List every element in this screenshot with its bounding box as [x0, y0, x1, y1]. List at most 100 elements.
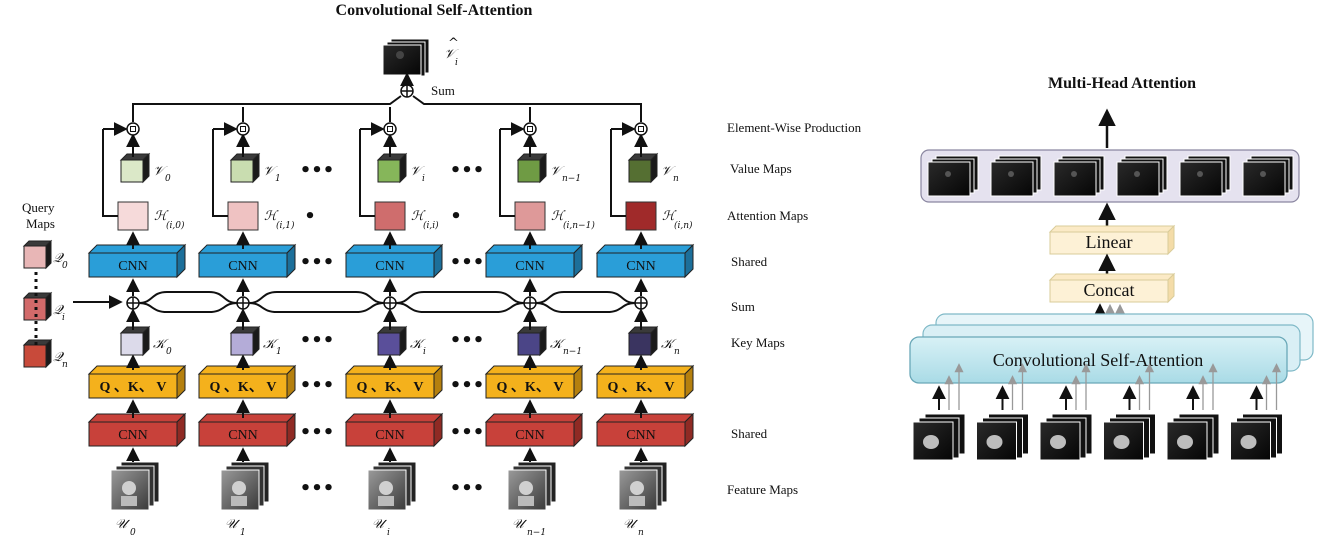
qkv-block-4 [595, 364, 695, 400]
ellipsis-1-3: ••• [450, 375, 485, 396]
qkv-label-4: Q 、K、 V [608, 380, 675, 395]
key-sum-node-4 [634, 296, 648, 310]
qkv-block-0 [87, 364, 187, 400]
qkv-label-1: Q 、K、 V [210, 380, 277, 395]
feature-map-stack-0 [110, 461, 160, 511]
value-sub-0: 0 [165, 174, 171, 184]
value-sub-2: i [422, 174, 425, 184]
query-sub-1: i [62, 313, 65, 323]
feature-sub-1: 1 [240, 528, 246, 538]
attention-map-0 [117, 201, 149, 231]
attention-symbol-0: ℋ [154, 209, 169, 224]
key-symbol-4: 𝒦 [661, 337, 677, 352]
query-maps-label-1: Query [22, 200, 55, 215]
attention-sub-1: (i,1) [276, 220, 295, 231]
attention-to-product-path-2 [359, 129, 375, 217]
product-node-4 [634, 122, 648, 136]
key-map-1 [229, 325, 261, 357]
attention-map-4 [625, 201, 657, 231]
ellipsis-0-4: ••• [300, 422, 335, 443]
attention-to-product-path-1 [212, 129, 228, 217]
output-map-1 [990, 155, 1042, 197]
value-map-2 [376, 152, 408, 184]
key-sub-2: i [423, 347, 426, 357]
row-label-shared-top: Shared [731, 254, 768, 269]
qkv-block-3 [484, 364, 584, 400]
ellipsis-0-2: ••• [300, 330, 335, 351]
feature-map-stack-3 [507, 461, 557, 511]
output-map-stack [382, 38, 430, 77]
feature-symbol-2: 𝒰 [372, 517, 388, 532]
attention-symbol-4: ℋ [662, 209, 677, 224]
cnn-bottom-4 [595, 412, 695, 448]
query-sub-2: n [62, 360, 68, 370]
output-maps [927, 155, 1294, 197]
feature-sub-2: i [387, 528, 390, 538]
attention-map-1 [227, 201, 259, 231]
feature-sub-3: n−1 [527, 528, 546, 538]
attention-to-product-path-0 [102, 129, 118, 217]
attention-to-product-path-4 [610, 129, 626, 217]
column-ellipsis: •••••••••••••••••••••••••••••••••••••• [300, 160, 485, 499]
query-distribution-lines [138, 291, 636, 313]
cnn-bottom-3 [484, 412, 584, 448]
right-title: Multi-Head Attention [1048, 75, 1196, 92]
ellipsis-0-1: ••• [300, 252, 335, 273]
attention-symbol-1: ℋ [264, 209, 279, 224]
output-hat: ^ [448, 36, 459, 51]
feature-symbol-0: 𝒰 [115, 517, 131, 532]
attention-sub-2: (i,i) [423, 220, 439, 231]
key-map-4 [627, 325, 659, 357]
cnn-bottom-0 [87, 412, 187, 448]
csa-label: Convolutional Self-Attention [993, 350, 1203, 370]
attention-sub-3: (i,n−1) [563, 220, 595, 231]
sum-node [400, 84, 414, 98]
key-sum-node-0 [126, 296, 140, 310]
ellipsis-1-0: ••• [450, 160, 485, 181]
ellipsis-att-0: • [304, 206, 316, 227]
product-node-3 [523, 122, 537, 136]
query-symbol-0: 𝒬 [53, 251, 65, 266]
row-label-attention-maps: Attention Maps [727, 208, 808, 223]
key-symbol-1: 𝒦 [263, 337, 279, 352]
attention-to-product-path-3 [499, 129, 515, 217]
key-symbol-2: 𝒦 [410, 337, 426, 352]
cnn-top-label-0: CNN [118, 259, 148, 274]
cnn-bottom-2 [344, 412, 444, 448]
input-map-1 [976, 413, 1029, 461]
query-symbol-1: 𝒬 [53, 303, 65, 318]
key-sum-node-1 [236, 296, 250, 310]
attention-sub-0: (i,0) [166, 220, 185, 231]
product-node-1 [236, 122, 250, 136]
row-label-shared-bottom: Shared [731, 426, 768, 441]
cnn-top-label-1: CNN [228, 259, 258, 274]
attention-map-3 [514, 201, 546, 231]
value-map-4 [627, 152, 659, 184]
qkv-block-1 [197, 364, 297, 400]
cnn-bottom-label-4: CNN [626, 428, 656, 443]
key-sub-0: 0 [166, 347, 172, 357]
key-sum-node-2 [383, 296, 397, 310]
feature-map-stack-1 [220, 461, 270, 511]
query-map-0 [22, 239, 53, 270]
ellipsis-1-2: ••• [450, 330, 485, 351]
value-map-0 [119, 152, 151, 184]
output-map-5 [1242, 155, 1294, 197]
attention-symbol-2: ℋ [411, 209, 426, 224]
output-map-3 [1116, 155, 1168, 197]
value-map-1 [229, 152, 261, 184]
ellipsis-0-3: ••• [300, 375, 335, 396]
cnn-bottom-label-3: CNN [515, 428, 545, 443]
csa-head-1 [909, 336, 1288, 384]
qkv-label-3: Q 、K、 V [497, 380, 564, 395]
query-sub-0: 0 [62, 261, 68, 271]
query-symbol-2: 𝒬 [53, 350, 65, 365]
attention-map-2 [374, 201, 406, 231]
key-sub-1: 1 [276, 347, 282, 357]
input-map-5 [1230, 413, 1283, 461]
